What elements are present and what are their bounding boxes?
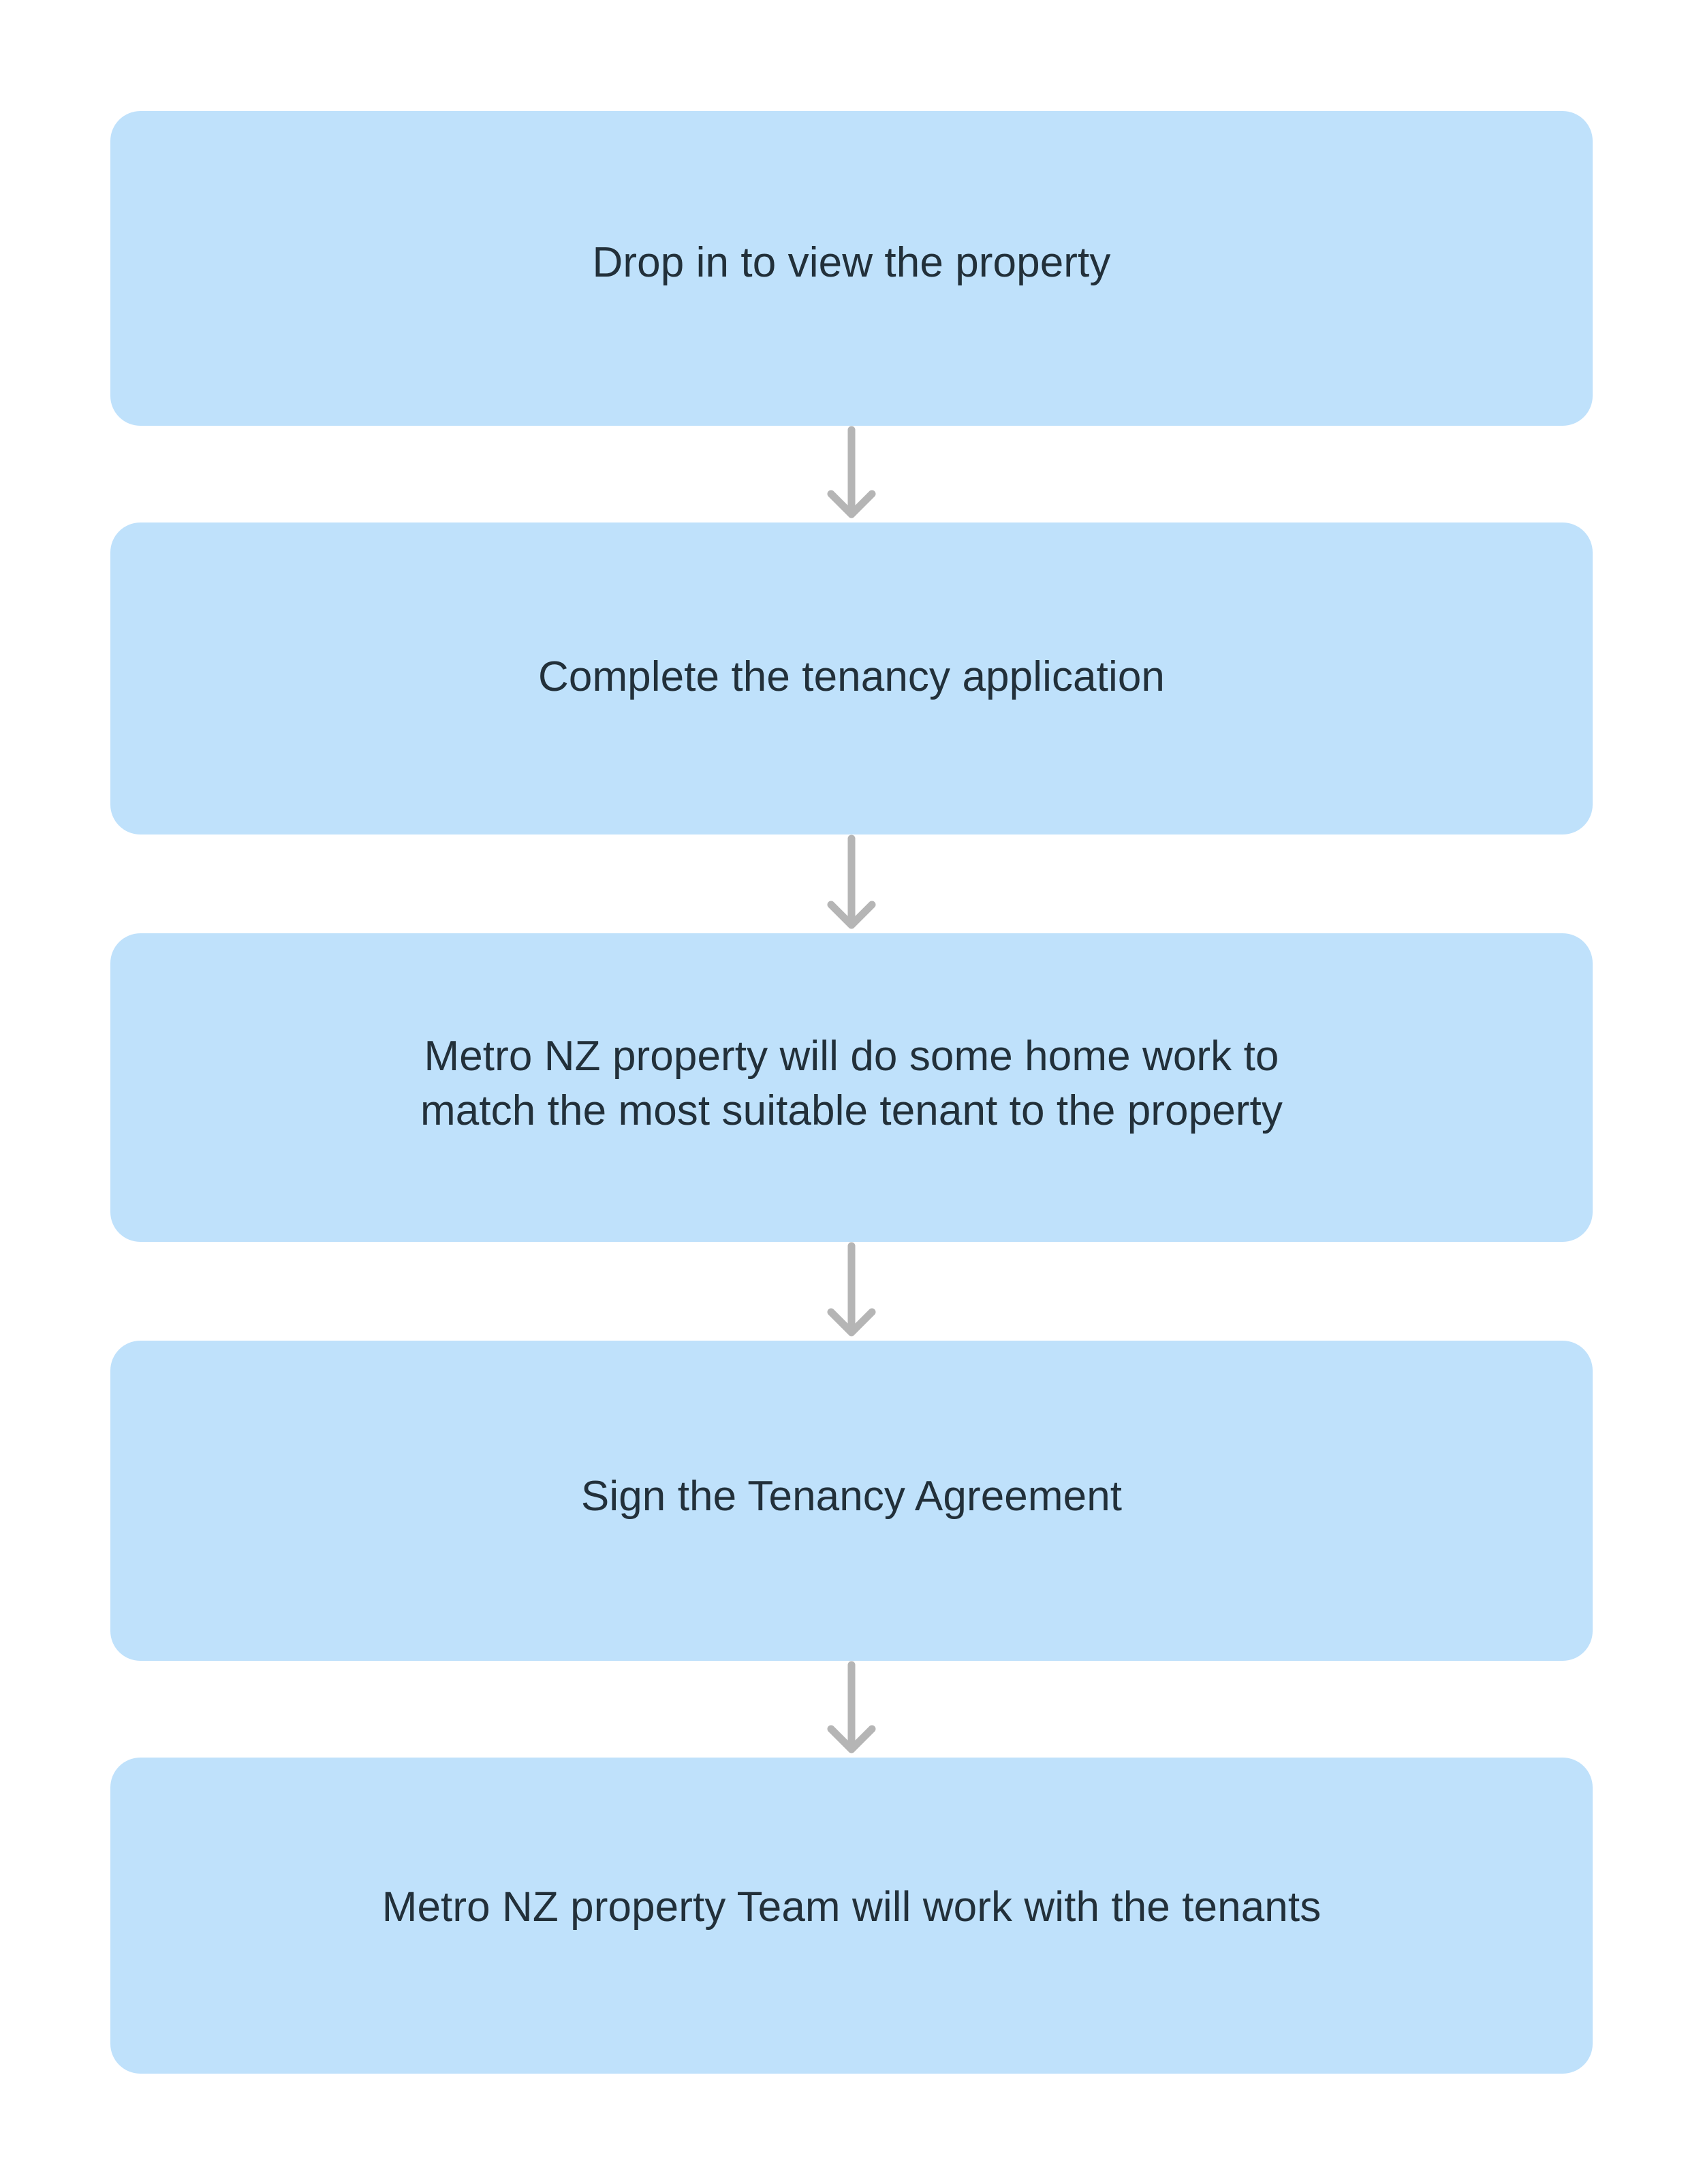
flowchart-node-label: Metro NZ property Team will work with th… <box>381 1884 1322 1931</box>
flowchart-node-step-5[interactable]: Metro NZ property Team will work with th… <box>110 1758 1593 2074</box>
arrow-down-icon <box>827 426 876 518</box>
flowchart-node-step-2[interactable]: Complete the tenancy application <box>110 522 1593 834</box>
arrow-down-icon <box>827 1661 876 1753</box>
flowchart-node-step-1[interactable]: Drop in to view the property <box>110 111 1593 426</box>
flowchart-node-label: Complete the tenancy application <box>537 653 1165 701</box>
flowchart-node-step-3[interactable]: Metro NZ property will do some home work… <box>110 933 1593 1242</box>
flowchart-connector-arrow-1 <box>804 426 899 522</box>
arrow-down-icon <box>827 834 876 929</box>
flowchart-connector-arrow-2 <box>804 834 899 933</box>
flowchart-node-step-4[interactable]: Sign the Tenancy Agreement <box>110 1341 1593 1661</box>
flowchart-connector-arrow-4 <box>804 1661 899 1758</box>
flowchart-node-label: Metro NZ property will do some home work… <box>420 1033 1283 1134</box>
flowchart-node-label: Sign the Tenancy Agreement <box>580 1473 1123 1520</box>
arrow-down-icon <box>827 1242 876 1337</box>
flowchart-connector-arrow-3 <box>804 1242 899 1341</box>
flowchart-node-label: Drop in to view the property <box>592 239 1111 287</box>
